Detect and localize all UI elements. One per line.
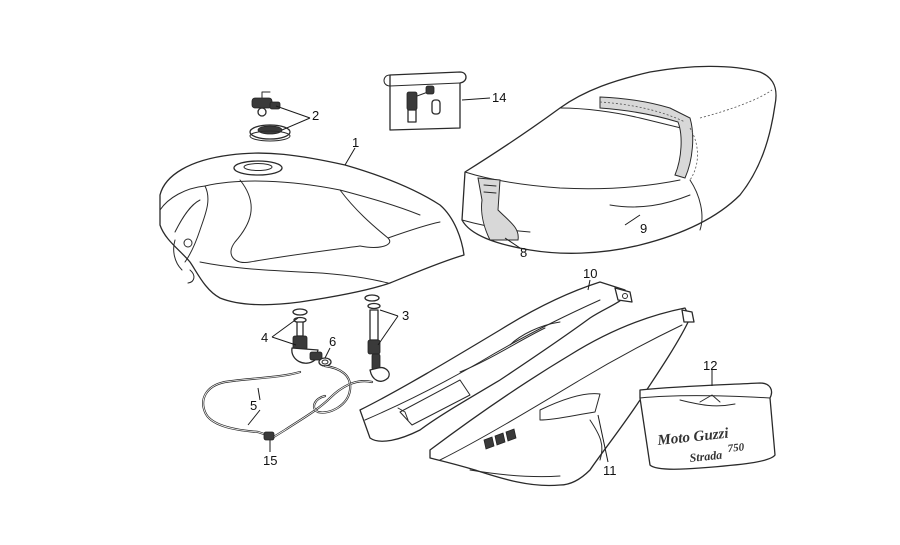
decal-brand-text: Moto Guzzi [656, 426, 730, 450]
callout-labels: 1 2 3 4 5 6 8 9 10 11 12 14 15 [250, 90, 717, 478]
callout-6: 6 [329, 334, 336, 349]
callout-10: 10 [583, 266, 597, 281]
decal-model-text: Strada [689, 448, 723, 465]
fuel-tap-right [364, 294, 390, 382]
ignition-switch-kit [383, 71, 467, 131]
seat-hinge-plate [477, 177, 519, 241]
callout-14: 14 [492, 90, 506, 105]
hose-clip [318, 357, 332, 367]
callout-1: 1 [352, 135, 359, 150]
fuel-hoses [202, 364, 374, 440]
fuel-tap-left [291, 308, 323, 364]
callout-3: 3 [402, 308, 409, 323]
callout-15: 15 [263, 453, 277, 468]
callout-4: 4 [261, 330, 268, 345]
side-panel-left [359, 281, 633, 442]
callout-8: 8 [520, 245, 527, 260]
callout-9: 9 [640, 221, 647, 236]
callout-5: 5 [250, 398, 257, 413]
leader-lines [247, 97, 713, 463]
filler-cap-and-key [249, 91, 291, 142]
callout-11: 11 [603, 463, 617, 478]
decal-number-text: 750 [727, 441, 745, 455]
callout-2: 2 [312, 108, 319, 123]
moto-guzzi-decal: Moto Guzzi Strada 750 [639, 382, 776, 470]
hose-t-fitting [263, 431, 275, 441]
callout-12: 12 [703, 358, 717, 373]
fuel-tank [159, 152, 465, 306]
